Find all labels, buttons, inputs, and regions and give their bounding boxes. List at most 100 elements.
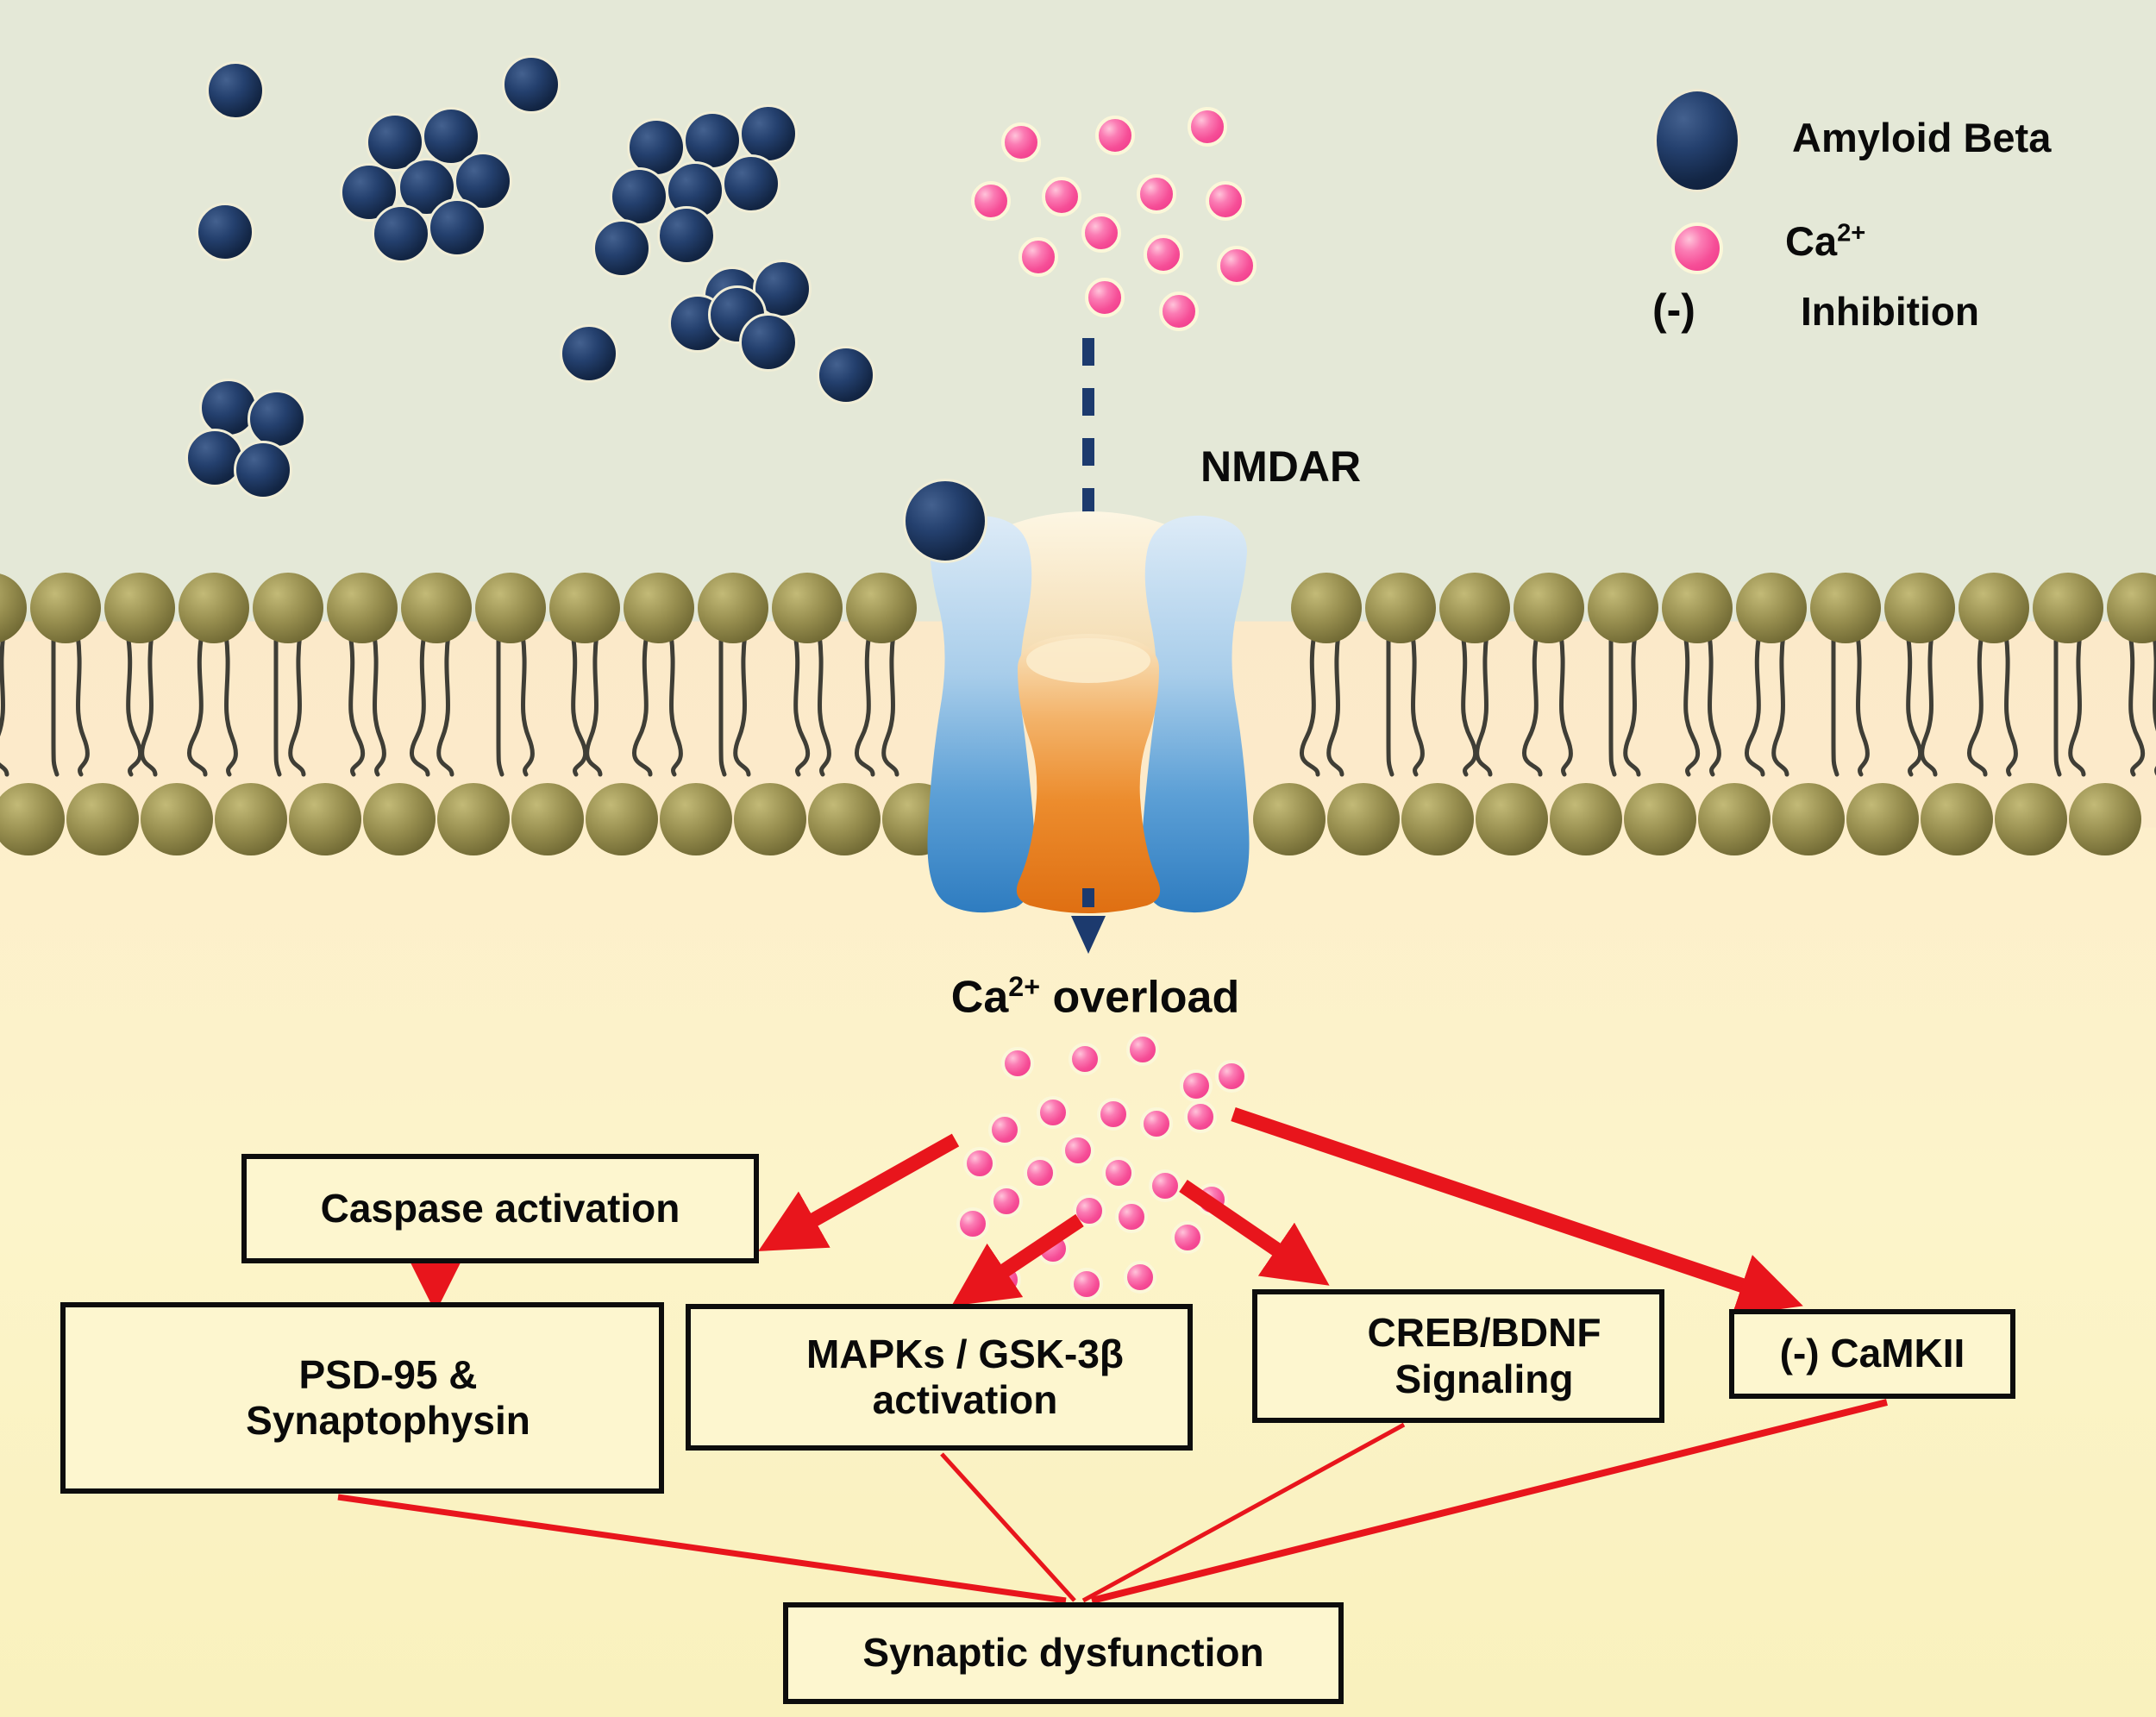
legend-inhibition-label: Inhibition — [1801, 289, 1979, 334]
calcium-ion — [990, 1185, 1023, 1218]
lipid-tail — [570, 631, 588, 777]
lipid-head — [0, 573, 27, 642]
box-creb-text: CREB/BDNF — [1367, 1310, 1601, 1356]
calcium-ion — [1137, 174, 1176, 214]
legend-amyloid-label: Amyloid Beta — [1792, 115, 2052, 160]
calcium-ion — [963, 1147, 996, 1180]
lipid-tail — [0, 631, 9, 777]
amyloid-beta-particle — [903, 479, 987, 563]
box-caspase-text: Caspase activation — [320, 1185, 680, 1231]
lipid-head — [141, 783, 213, 855]
red-line — [940, 1452, 1076, 1602]
calcium-ion — [1149, 1169, 1181, 1202]
calcium-ion — [1140, 1107, 1173, 1140]
lipid-head — [104, 573, 175, 643]
lipid-head — [66, 783, 139, 855]
lipid-head — [327, 573, 398, 643]
lipid-tail — [1771, 631, 1789, 777]
calcium-ion — [1001, 1047, 1034, 1080]
lipid-tail — [1744, 631, 1765, 777]
lipid-tail — [1386, 631, 1395, 777]
lipid-tail — [1299, 631, 1320, 777]
calcium-ion — [1215, 1060, 1248, 1093]
lipid-head — [1291, 573, 1362, 643]
lipid-tail — [1460, 631, 1478, 777]
lipid-head — [30, 573, 101, 643]
overload-base: Ca — [950, 972, 1009, 1023]
lipid-tail — [718, 631, 727, 777]
calcium-ion — [1001, 122, 1041, 162]
calcium-ion — [1206, 181, 1245, 221]
lipid-head — [179, 573, 249, 643]
calcium-ion — [1144, 235, 1183, 274]
calcium-ion — [1018, 237, 1058, 277]
lipid-tail — [372, 631, 386, 777]
box-psd95: PSD-95 &Synaptophysin — [60, 1302, 664, 1494]
lipid-tail — [1966, 631, 1988, 777]
legend-inhibition-symbol: (-) — [1652, 285, 1695, 334]
lipid-tail — [854, 631, 875, 777]
lipid-head — [846, 573, 917, 643]
lipid-tail — [348, 631, 366, 777]
amyloid-beta-particle — [428, 198, 486, 257]
amyloid-beta-particle — [722, 154, 780, 213]
lipid-head — [1846, 783, 1919, 855]
calcium-ion — [1085, 278, 1125, 317]
lipid-head — [511, 783, 584, 855]
nmdar-receptor — [927, 511, 1250, 913]
lipid-head — [1736, 573, 1807, 643]
box-psd95-text: PSD-95 & — [298, 1351, 478, 1397]
lipid-head — [1884, 573, 1955, 643]
calcium-ion — [956, 1207, 989, 1240]
red-line — [1091, 1399, 1888, 1604]
lipid-tail — [2003, 631, 2018, 777]
amyloid-beta-particle — [739, 313, 798, 372]
lipid-head — [1550, 783, 1622, 855]
lipid-head — [1401, 783, 1474, 855]
receptor-channel-highlight — [1026, 638, 1150, 683]
lipid-tail — [51, 631, 60, 777]
calcium-ion — [1102, 1156, 1135, 1189]
lipid-tail — [1558, 631, 1573, 777]
lipid-tail — [1475, 631, 1493, 777]
lipid-head — [1253, 783, 1326, 855]
lipid-tail — [2053, 631, 2062, 777]
lipid-tail — [75, 631, 90, 777]
lipid-head — [0, 783, 65, 855]
lipid-tail — [1920, 631, 1938, 777]
lipid-head — [1588, 573, 1658, 643]
lipid-head — [624, 573, 694, 643]
lipid-head — [1959, 573, 2029, 643]
lipid-head — [1698, 783, 1771, 855]
lipid-head — [401, 573, 472, 643]
calcium-ion — [1095, 116, 1135, 155]
amyloid-beta-particle — [560, 324, 618, 383]
lipid-tail — [1707, 631, 1721, 777]
lipid-tail — [817, 631, 831, 777]
calcium-ion — [1180, 1069, 1213, 1102]
calcium-ion — [1184, 1100, 1217, 1133]
amyloid-beta-particle — [248, 390, 306, 448]
receptor-left-subunit — [927, 515, 1036, 913]
lipid-tail — [186, 631, 208, 777]
lipid-tail — [223, 631, 238, 777]
box-psd95-text: Synaptophysin — [246, 1398, 530, 1443]
calcium-ion — [971, 181, 1011, 221]
red-arrow — [1231, 1106, 1803, 1316]
lipid-head — [2107, 573, 2156, 643]
calcium-overload-label: Ca2+ overload — [949, 971, 1242, 1023]
lipid-head — [772, 573, 843, 643]
lipid-tail — [1410, 631, 1425, 777]
calcium-ion — [988, 1113, 1021, 1146]
amyloid-beta-particle — [592, 219, 651, 278]
lipid-head — [253, 573, 323, 643]
legend-calcium-label: Ca2+ — [1785, 217, 1865, 265]
calcium-ion — [1159, 291, 1199, 331]
lipid-tail — [668, 631, 683, 777]
box-camkii-text: (-) CaMKII — [1779, 1331, 1965, 1376]
calcium-ion — [1037, 1096, 1069, 1129]
lipid-tail — [496, 631, 505, 777]
